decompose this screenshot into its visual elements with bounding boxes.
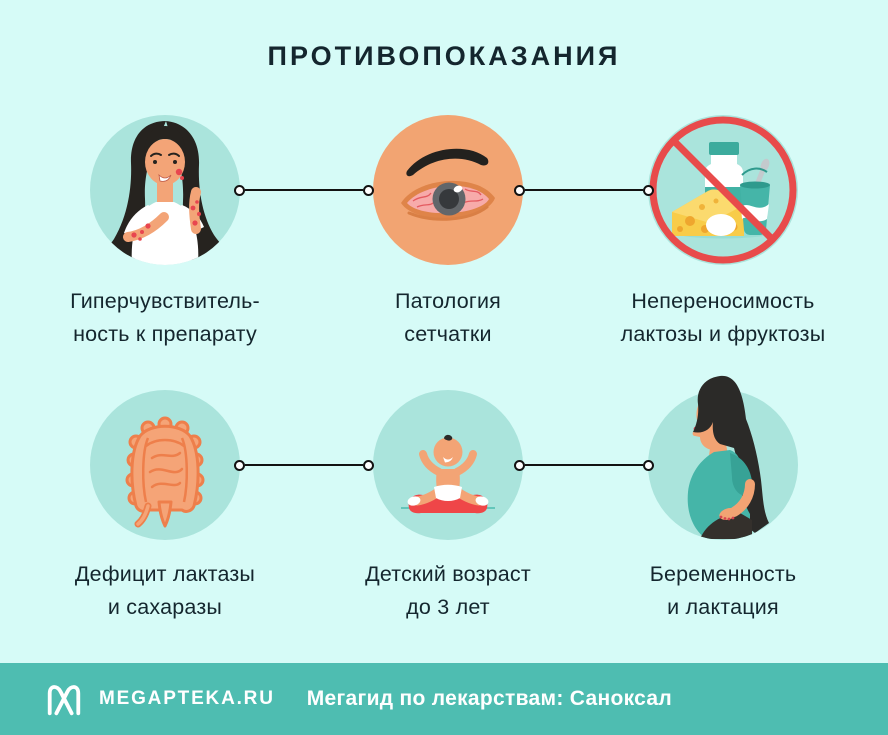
item-lactase-deficiency	[90, 390, 240, 540]
connector-line	[525, 189, 643, 191]
label-hypersensitivity: Гиперчувствитель- ность к препарату	[0, 285, 330, 351]
rash-woman-illustration	[90, 115, 240, 265]
label-line: до 3 лет	[406, 595, 490, 619]
connector-dot	[643, 459, 654, 471]
footer-tagline: Мегагид по лекарствам: Саноксал	[306, 687, 672, 710]
connector-dot	[514, 459, 525, 471]
irritated-eye-illustration	[373, 115, 523, 265]
label-retina-pathology: Патология сетчатки	[283, 285, 613, 351]
label-line: ность к препарату	[73, 322, 257, 346]
connector-row2-left	[234, 459, 374, 471]
connector-row2-right	[514, 459, 654, 471]
connector-dot	[234, 184, 245, 196]
pregnant-woman-illustration	[648, 375, 798, 540]
connector-dot	[643, 184, 654, 196]
connector-line	[245, 189, 363, 191]
label-line: Непереносимость	[631, 289, 815, 313]
connector-line	[245, 464, 363, 466]
footer-brand: MEGAPTEKA.RU	[99, 688, 275, 709]
footer-bar: MEGAPTEKA.RU Мегагид по лекарствам: Сано…	[0, 663, 888, 735]
label-child-age: Детский возраст до 3 лет	[283, 558, 613, 624]
megapteka-logo-icon	[47, 685, 81, 716]
label-line: Патология	[394, 289, 502, 313]
label-line: Детский возраст	[365, 562, 531, 586]
item-hypersensitivity	[90, 115, 240, 265]
label-line: сетчатки	[404, 322, 492, 346]
label-line: и лактация	[667, 595, 779, 619]
item-child-age	[373, 390, 523, 540]
label-line: лактозы и фруктозы	[620, 322, 826, 346]
connector-dot	[234, 459, 245, 471]
label-line: и сахаразы	[107, 595, 223, 619]
page-title: ПРОТИВОПОКАЗАНИЯ	[267, 41, 621, 71]
item-retina-pathology	[373, 115, 523, 265]
label-line: Беременность	[649, 562, 797, 586]
label-lactase-deficiency: Дефицит лактазы и сахаразы	[0, 558, 330, 624]
connector-row1-left	[234, 184, 374, 196]
intestines-illustration	[90, 390, 240, 540]
label-pregnancy: Беременность и лактация	[558, 558, 888, 624]
item-pregnancy	[648, 375, 798, 540]
connector-dot	[514, 184, 525, 196]
connector-line	[525, 464, 643, 466]
connector-row1-right	[514, 184, 654, 196]
baby-illustration	[373, 390, 523, 540]
label-line: Гиперчувствитель-	[70, 289, 260, 313]
connector-dot	[363, 184, 374, 196]
item-lactose-intolerance	[648, 115, 798, 265]
label-lactose-intolerance: Непереносимость лактозы и фруктозы	[558, 285, 888, 351]
label-line: Дефицит лактазы	[74, 562, 256, 586]
dairy-prohibited-illustration	[648, 115, 798, 265]
connector-dot	[363, 459, 374, 471]
